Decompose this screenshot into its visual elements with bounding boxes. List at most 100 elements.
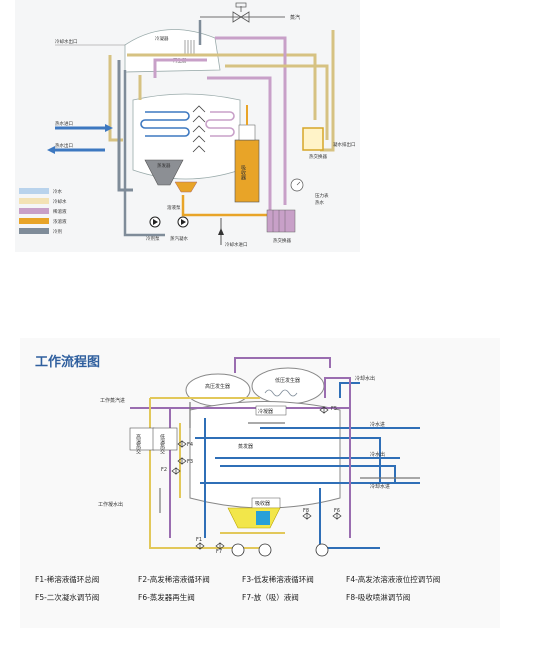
- valve-f3-icon: [177, 457, 187, 465]
- legend-label-1: 冷却水: [53, 198, 67, 205]
- legend-swatch-0: [19, 188, 49, 194]
- absorption-chiller-diagram-top: 蒸汽 冷凝器 再生器 冷却水出口 蒸发器 吸收器: [15, 0, 360, 252]
- label-high-temp-hx: 热交换器: [309, 153, 327, 160]
- label-chilled-in: 冷水进: [370, 421, 385, 428]
- label-f2: F2: [161, 467, 167, 473]
- label-gauge: 压力表: [315, 192, 329, 199]
- label-f7: F7: [216, 549, 222, 555]
- label-low-gen: 低压发生器: [275, 377, 300, 384]
- label-chilled-out: 冷水出: [370, 451, 385, 458]
- high-temp-hx-box: [129, 427, 155, 451]
- label-refrigerant-evap: 蒸发器: [157, 162, 171, 169]
- label-f1: F1: [196, 537, 202, 543]
- valve-f7-icon: [215, 542, 225, 550]
- low-generator-shell: [251, 367, 325, 405]
- label-steam-top: 蒸汽: [290, 14, 300, 21]
- refrigerant-hopper: [144, 159, 184, 186]
- label-cooling-out: 冷却水出: [355, 375, 375, 382]
- label-refrigerant-pump: 冷剂泵: [146, 235, 160, 242]
- legend-f6: F6-蒸发器再生阀: [138, 592, 195, 602]
- top-diagram-svg: 蒸汽 冷凝器 再生器 冷却水出口 蒸发器 吸收器: [19, 2, 356, 248]
- label-f3: F3: [187, 459, 193, 465]
- valve-legend: F1-稀溶液循环总阀 F2-高发稀溶液循环阀 F3-低发稀溶液循环阀 F4-高发…: [35, 574, 440, 602]
- label-cooling-water-in: 冷却水进口: [225, 241, 248, 248]
- heat-exchanger: [266, 209, 296, 233]
- label-right-2: 热水: [315, 199, 324, 206]
- legend-f8: F8-吸收喷淋调节阀: [346, 592, 410, 602]
- absorber-tank: [234, 139, 260, 203]
- label-cooling-in: 冷却水进: [370, 483, 390, 490]
- legend-label-0: 冷水: [53, 188, 62, 195]
- diagram-title: 工作流程图: [35, 354, 100, 370]
- condenser-box: [255, 405, 287, 416]
- label-heat-exchanger: 热交换器: [273, 237, 291, 244]
- label-hx-low: 低温热交: [159, 433, 165, 455]
- legend-label-4: 冷剂: [53, 228, 62, 235]
- legend-label-3: 浓溶液: [53, 218, 67, 225]
- pump-1-icon: [231, 543, 245, 557]
- label-f4: F4: [187, 442, 193, 448]
- refrigerant-pipes: [159, 402, 420, 513]
- legend-f1: F1-稀溶液循环总阀: [35, 574, 99, 584]
- label-absorber: 吸收器: [255, 500, 270, 507]
- valve-f8-icon: [302, 512, 312, 520]
- absorber-tray: [227, 507, 281, 529]
- legend-swatch-4: [19, 228, 49, 234]
- legend-f2: F2-高发稀溶液循环阀: [138, 574, 210, 584]
- spray-chevrons: [192, 105, 206, 153]
- label-f5: F5: [331, 406, 337, 412]
- label-absorber-vertical: 吸收器: [240, 165, 246, 181]
- evaporator-tube-bundle: [140, 111, 190, 137]
- label-steam-in: 工作蒸汽进: [100, 397, 125, 404]
- legend-f7: F7-放（吸）液阀: [242, 592, 299, 602]
- label-hx-high: 高温热交: [135, 433, 141, 455]
- low-temp-hx-box: [152, 427, 178, 451]
- valve-f5-icon: [319, 406, 329, 414]
- legend-f5: F5-二次凝水调节阀: [35, 592, 99, 602]
- condenser-tubes: [184, 40, 195, 55]
- label-steam-condensate: 蒸汽凝水: [170, 235, 188, 242]
- absorber-tube-bundle: [205, 111, 235, 137]
- condenser-shell: [124, 29, 221, 73]
- label-f6: F6: [334, 508, 340, 514]
- legend-f4: F4-高发浓溶液液位控调节阀: [346, 574, 440, 584]
- steam-valve-icon-2: [240, 11, 250, 23]
- legend-swatch-2: [19, 208, 49, 214]
- pump-3-icon: [315, 543, 329, 557]
- label-cooling-water-out: 冷却水出口: [55, 38, 78, 45]
- solution-tray: [174, 181, 198, 193]
- legend-swatch-3: [19, 218, 49, 224]
- high-temp-heat-exchanger: [302, 127, 324, 151]
- cooling-water-pipe-top: [127, 53, 317, 120]
- valves: [171, 406, 342, 550]
- label-condensate-out: 工作凝水出: [98, 501, 123, 508]
- label-f8: F8: [303, 508, 309, 514]
- label-absorbent-pump: 溶液泵: [167, 204, 181, 211]
- pump-2-icon: [258, 543, 272, 557]
- valve-f4-icon: [177, 440, 187, 448]
- label-hot-water-out: 热水出口: [55, 142, 73, 149]
- valve-f1-icon: [195, 542, 205, 550]
- absorber-reservoir: [256, 511, 270, 525]
- label-condenser: 冷凝器: [258, 408, 273, 415]
- label-high-gen: 高压发生器: [205, 383, 230, 390]
- valve-f2-icon: [171, 467, 181, 475]
- steam-valve-icon: [232, 11, 242, 23]
- bottom-diagram-svg: 工作流程图 高压发生器 低压发生器 高: [35, 354, 440, 602]
- legend-f3: F3-低发稀溶液循环阀: [242, 574, 314, 584]
- valve-f6-icon: [332, 512, 342, 520]
- top-legend: 冷水 冷却水 稀溶液 浓溶液 冷剂: [19, 188, 67, 235]
- refrigerant-pipe: [117, 60, 133, 192]
- label-condenser: 冷凝器: [155, 35, 169, 42]
- chilled-water-pipes: [195, 382, 420, 549]
- chilled-water-arrows: [55, 126, 105, 152]
- label-hot-water-in: 热水进口: [55, 120, 73, 127]
- high-generator-shell: [185, 373, 251, 407]
- legend-label-2: 稀溶液: [53, 208, 67, 215]
- label-evaporator: 蒸发器: [238, 443, 253, 450]
- legend-swatch-1: [19, 198, 49, 204]
- main-vessel: [189, 401, 341, 509]
- cooling-water-pipe: [108, 55, 123, 142]
- work-flow-diagram: 工作流程图 高压发生器 低压发生器 高: [20, 338, 500, 628]
- label-right-1: 凝水排出口: [333, 141, 356, 148]
